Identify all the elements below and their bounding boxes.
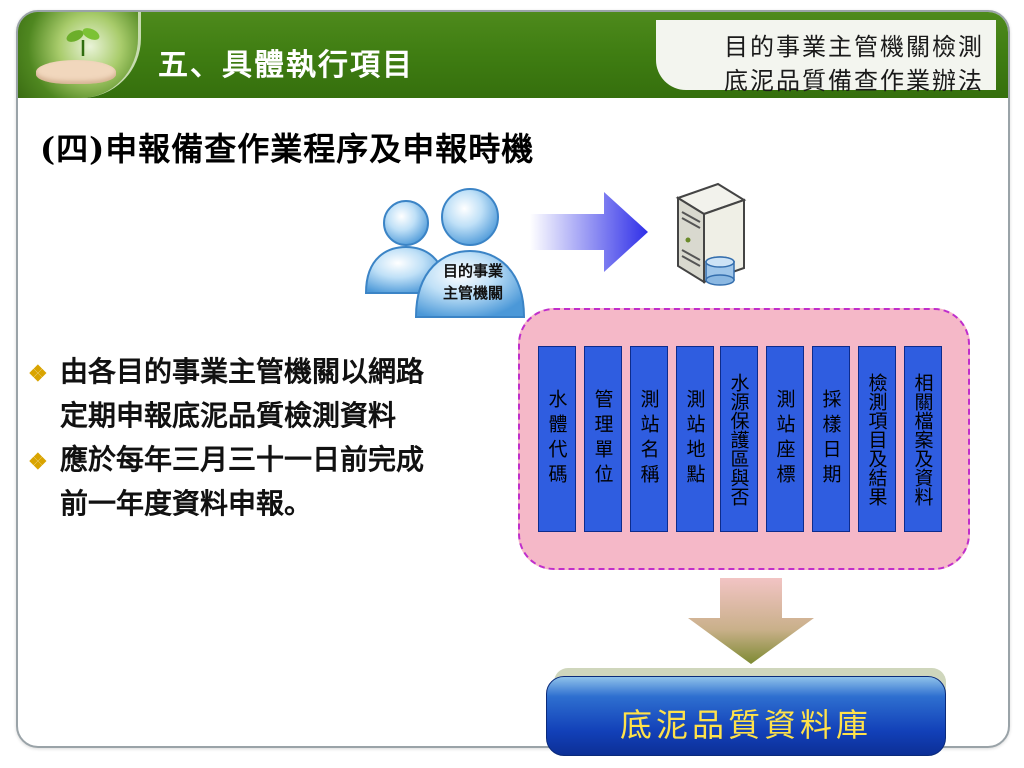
server-database-icon: [675, 182, 747, 286]
field-label: 檢測項目及結果: [865, 372, 888, 506]
header-right-line1: 目的事業主管機關檢測: [724, 33, 984, 61]
field-column: 相關檔案及資料: [904, 346, 942, 532]
users-icon: [364, 188, 526, 318]
field-label: 測站地點: [683, 389, 706, 489]
field-label: 水體代碼: [545, 389, 568, 489]
diamond-bullet-icon: ❖: [28, 449, 48, 475]
page-title: 五、具體執行項目: [158, 48, 414, 83]
header-right-line2: 底泥品質備查作業辦法: [724, 67, 984, 95]
field-label: 相關檔案及資料: [911, 372, 934, 506]
header-right-text: 目的事業主管機關檢測 底泥品質備查作業辦法: [724, 30, 984, 98]
diamond-bullet-icon: ❖: [28, 361, 48, 387]
users-label: 目的事業 主管機關: [428, 260, 518, 304]
bullet-text-line: 應於每年三月三十一日前完成: [60, 443, 425, 476]
field-column: 採樣日期: [812, 346, 850, 532]
header-right-box: 目的事業主管機關檢測 底泥品質備查作業辦法: [656, 20, 996, 95]
users-label-line1: 目的事業: [442, 262, 503, 280]
bullet-text-line: 由各目的事業主管機關以網路: [60, 355, 425, 388]
field-label: 管理單位: [591, 389, 614, 489]
section-subtitle: (四)申報備查作業程序及申報時機: [40, 130, 535, 168]
bullet-text: 應於每年三月三十一日前完成 前一年度資料申報。: [60, 438, 424, 526]
sprout-in-hands-image: [18, 12, 141, 98]
sediment-database: 底泥品質資料庫: [546, 676, 946, 756]
field-label: 水源保護區與否: [727, 372, 750, 506]
field-label: 測站座標: [773, 389, 796, 489]
field-label: 採樣日期: [819, 389, 842, 489]
field-column: 水體代碼: [538, 346, 576, 532]
users-label-line2: 主管機關: [442, 284, 503, 302]
field-column: 管理單位: [584, 346, 622, 532]
bullet-item: ❖ 由各目的事業主管機關以網路 定期申報底泥品質檢測資料: [28, 350, 508, 438]
bullet-text-line: 前一年度資料申報。: [60, 487, 313, 520]
field-column: 測站座標: [766, 346, 804, 532]
sprout-icon: [66, 28, 100, 56]
arrow-right-icon: [530, 192, 648, 272]
database-label: 底泥品質資料庫: [619, 706, 872, 744]
field-column: 水源保護區與否: [720, 346, 758, 532]
bullet-list: ❖ 由各目的事業主管機關以網路 定期申報底泥品質檢測資料 ❖ 應於每年三月三十一…: [28, 350, 508, 526]
bullet-item: ❖ 應於每年三月三十一日前完成 前一年度資料申報。: [28, 438, 508, 526]
field-column: 測站地點: [676, 346, 714, 532]
field-column: 測站名稱: [630, 346, 668, 532]
arrow-down-icon: [688, 578, 814, 664]
hands-image: [36, 60, 116, 84]
bullet-text: 由各目的事業主管機關以網路 定期申報底泥品質檢測資料: [60, 350, 424, 438]
field-label: 測站名稱: [637, 389, 660, 489]
header-bar: 五、具體執行項目 目的事業主管機關檢測 底泥品質備查作業辦法: [18, 12, 1008, 98]
field-column: 檢測項目及結果: [858, 346, 896, 532]
bullet-text-line: 定期申報底泥品質檢測資料: [60, 399, 397, 432]
